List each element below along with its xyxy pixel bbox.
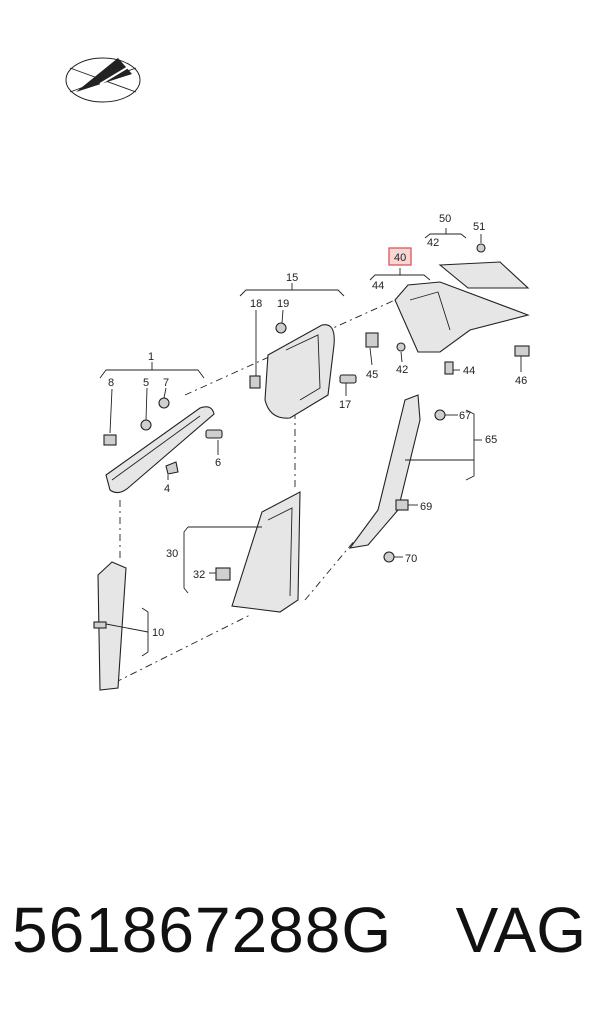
callout-42-bottom: 42	[396, 364, 408, 376]
brand-label: VAG	[455, 894, 586, 966]
compass-logo-icon	[65, 57, 141, 103]
callout-46: 46	[515, 375, 527, 387]
callout-40: 40	[394, 252, 406, 264]
callout-6: 6	[215, 457, 221, 469]
part-67-screw	[434, 409, 446, 421]
callout-32: 32	[193, 569, 205, 581]
part-7-screw	[158, 397, 170, 409]
callout-17: 17	[339, 399, 351, 411]
part-69-clip	[395, 499, 409, 511]
callout-45: 45	[366, 369, 378, 381]
part-number: 561867288G	[12, 894, 393, 966]
callout-51: 51	[473, 221, 485, 233]
part-40-trim	[394, 281, 530, 353]
callout-30: 30	[166, 548, 178, 560]
part-70-nut	[383, 551, 395, 563]
part-17-clip	[339, 374, 357, 384]
part-15-trim	[264, 324, 335, 419]
callout-10: 10	[152, 627, 164, 639]
callout-19: 19	[277, 298, 289, 310]
callout-15: 15	[286, 272, 298, 284]
part-5-screw	[140, 419, 152, 431]
part-50-trim	[438, 261, 530, 289]
callout-18: 18	[250, 298, 262, 310]
callout-8: 8	[108, 377, 114, 389]
callout-44-top: 44	[372, 280, 384, 292]
part-6-clip	[205, 429, 223, 439]
callout-69: 69	[420, 501, 432, 513]
callout-67: 67	[459, 410, 471, 422]
highlight-box	[388, 247, 412, 266]
part-4-clip	[165, 461, 179, 475]
part-51-screw	[476, 243, 486, 253]
callout-50: 50	[439, 213, 451, 225]
part-19-screw	[275, 322, 287, 334]
part-44-clip	[444, 361, 454, 375]
callout-42-top: 42	[427, 237, 439, 249]
callout-4: 4	[164, 483, 170, 495]
part-45-clip	[365, 332, 379, 348]
part-32-clip	[215, 567, 231, 581]
part-30-trim	[231, 491, 301, 613]
part-65-trim	[348, 394, 421, 549]
callout-5: 5	[143, 377, 149, 389]
callout-7: 7	[163, 377, 169, 389]
callout-70: 70	[405, 553, 417, 565]
part-1-trim	[105, 406, 215, 494]
callout-44-right: 44	[463, 365, 475, 377]
part-10-trim	[93, 561, 127, 691]
part-46-clip	[514, 345, 530, 357]
part-8-clip	[103, 434, 117, 446]
callout-1: 1	[148, 351, 154, 363]
part-18-clip	[249, 375, 261, 389]
part-42-screw	[396, 342, 406, 352]
callout-65: 65	[485, 434, 497, 446]
